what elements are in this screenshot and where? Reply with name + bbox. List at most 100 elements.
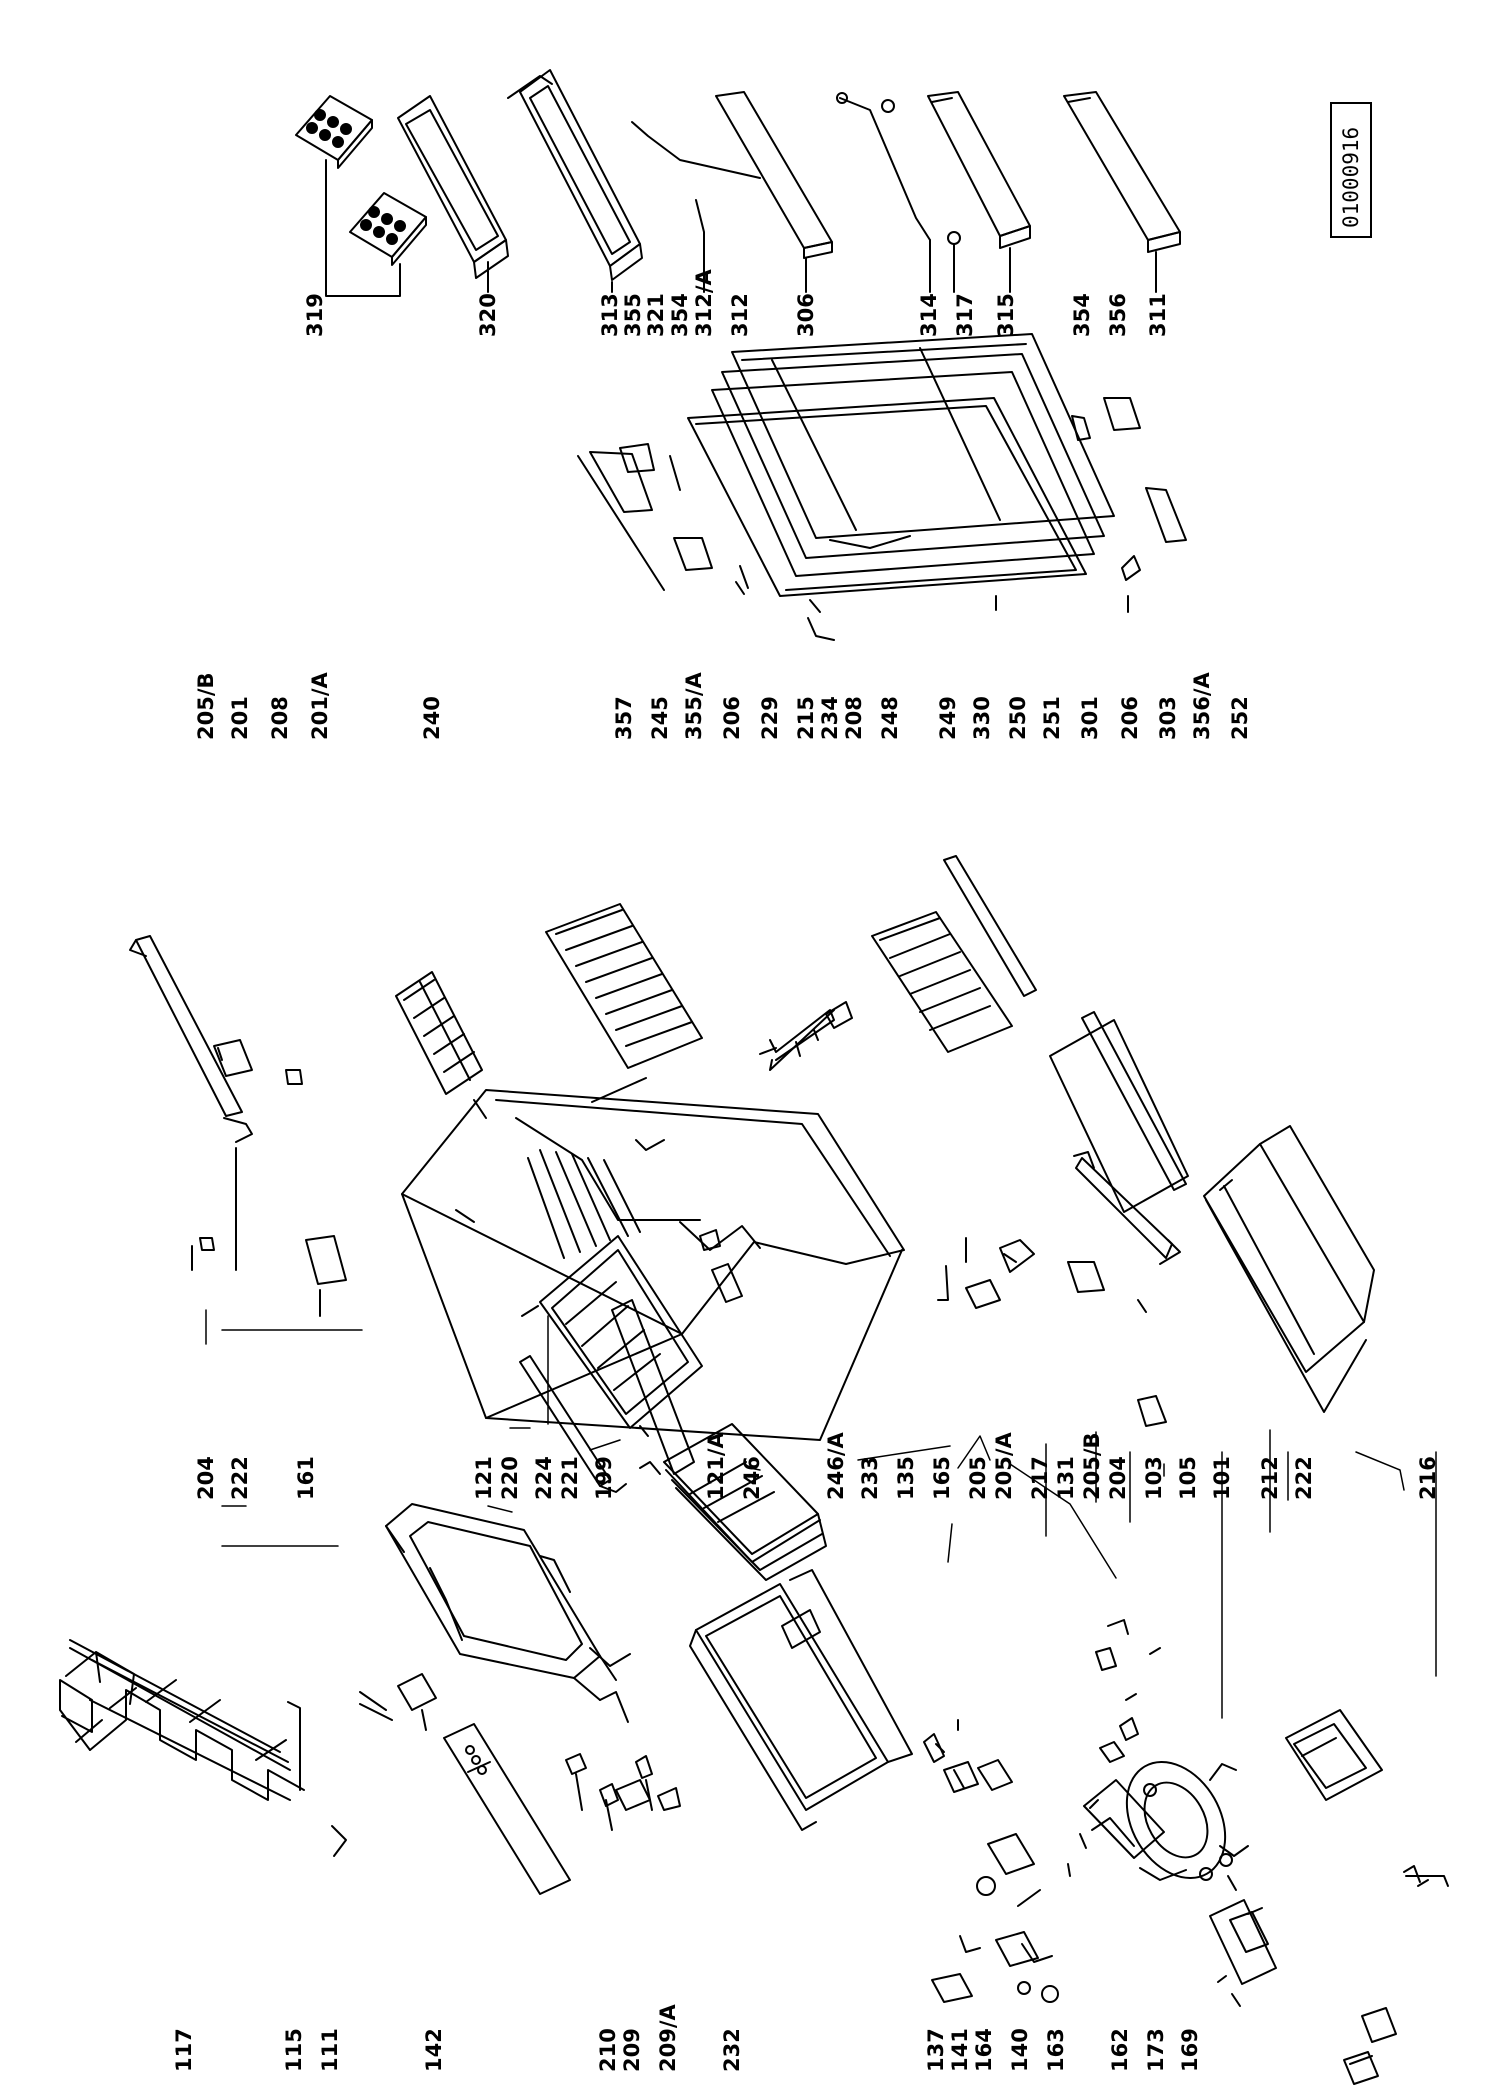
label-215: 215 — [794, 696, 818, 740]
label-201-A: 201/A — [308, 672, 332, 740]
label-204-top: 204 — [194, 1456, 218, 1500]
label-205-A: 205/A — [992, 1432, 1016, 1500]
label-222-top: 222 — [228, 1456, 252, 1500]
label-208-top: 208 — [268, 696, 292, 740]
label-245: 245 — [648, 696, 672, 740]
label-205-B-bot: 205/B — [1080, 1432, 1104, 1500]
label-315: 315 — [994, 293, 1018, 337]
label-201: 201 — [228, 696, 252, 740]
label-233: 233 — [858, 1456, 882, 1500]
base-plate — [1209, 1709, 1383, 2007]
shelf-314-315 — [836, 91, 1031, 293]
label-165: 165 — [930, 1456, 954, 1500]
label-117: 117 — [172, 2028, 196, 2072]
label-208-mid: 208 — [842, 696, 866, 740]
document-number: 01000916 — [1339, 126, 1363, 228]
label-330: 330 — [970, 696, 994, 740]
freezer-door-121 — [519, 1235, 703, 1493]
label-312: 312 — [728, 293, 752, 337]
label-142: 142 — [422, 2028, 446, 2072]
label-312-A: 312/A — [692, 269, 716, 337]
label-220: 220 — [498, 1456, 522, 1500]
label-311: 311 — [1146, 293, 1170, 337]
label-317: 317 — [953, 293, 977, 337]
label-246-A: 246/A — [824, 1432, 848, 1500]
label-121: 121 — [472, 1456, 496, 1500]
door-small-parts — [577, 397, 1187, 641]
shelf-311 — [1063, 91, 1181, 293]
control-parts — [923, 1719, 1059, 2003]
label-234: 234 — [818, 696, 842, 740]
label-212: 212 — [1258, 1456, 1282, 1500]
label-205-B-top: 205/B — [194, 672, 218, 740]
label-103: 103 — [1142, 1456, 1166, 1500]
label-131: 131 — [1054, 1456, 1078, 1500]
label-205: 205 — [966, 1456, 990, 1500]
door-shelf-313 — [507, 69, 643, 293]
label-135: 135 — [894, 1456, 918, 1500]
label-357: 357 — [612, 696, 636, 740]
label-137: 137 — [924, 2028, 948, 2072]
evaporator-117 — [59, 1639, 393, 1857]
cabinet-199 — [401, 1089, 905, 1475]
label-314: 314 — [917, 293, 941, 337]
label-232: 232 — [720, 2028, 744, 2072]
label-209: 209 — [620, 2028, 644, 2072]
shelf-248-249 — [871, 855, 1037, 1053]
glass-shelf-250-251 — [1049, 1011, 1189, 1213]
label-246: 246 — [740, 1456, 764, 1500]
shelf-306 — [631, 91, 833, 293]
label-105: 105 — [1176, 1456, 1200, 1500]
label-321: 321 — [644, 293, 668, 337]
label-199: 199 — [592, 1456, 616, 1500]
label-355-A: 355/A — [682, 672, 706, 740]
label-210: 210 — [596, 2028, 620, 2072]
label-354-b: 354 — [1070, 293, 1094, 337]
label-115: 115 — [282, 2028, 306, 2072]
label-222-bot: 222 — [1292, 1456, 1316, 1500]
ice-tray-240 — [395, 971, 483, 1095]
egg-trays-319 — [295, 95, 427, 297]
label-221: 221 — [558, 1456, 582, 1500]
label-319: 319 — [303, 293, 327, 337]
label-162: 162 — [1108, 2028, 1132, 2072]
label-140: 140 — [1008, 2028, 1032, 2072]
label-229: 229 — [758, 696, 782, 740]
compressor-101 — [1125, 1760, 1249, 1891]
label-320: 320 — [476, 293, 500, 337]
label-111: 111 — [318, 2028, 342, 2072]
freezer-door-parts — [565, 1647, 653, 1831]
bottom-right-parts — [1343, 1865, 1449, 2085]
label-216: 216 — [1416, 1456, 1440, 1500]
leader-lines — [205, 1309, 1437, 1719]
label-161: 161 — [294, 1456, 318, 1500]
top-left-hinge-parts — [129, 935, 347, 1317]
label-301: 301 — [1078, 696, 1102, 740]
document-number-box: 01000916 — [1330, 102, 1372, 238]
label-303: 303 — [1156, 696, 1180, 740]
label-209-A: 209/A — [656, 2004, 680, 2072]
freezer-shelf-245 — [545, 903, 703, 1103]
heater-panel-142 — [443, 1723, 571, 1895]
label-206-b: 206 — [1118, 696, 1142, 740]
label-204-bot: 204 — [1106, 1456, 1130, 1500]
label-206-a: 206 — [720, 696, 744, 740]
cabinet-small-parts — [699, 1151, 1181, 1427]
label-169: 169 — [1178, 2028, 1202, 2072]
door-assembly — [687, 333, 1115, 613]
compressor-relay-parts — [1067, 1619, 1165, 1877]
freezer-liner-111 — [385, 1503, 629, 1723]
label-101: 101 — [1210, 1456, 1234, 1500]
label-164: 164 — [972, 2028, 996, 2072]
label-224: 224 — [532, 1456, 556, 1500]
label-121-A: 121/A — [704, 1432, 728, 1500]
label-141: 141 — [948, 2028, 972, 2072]
label-163: 163 — [1044, 2028, 1068, 2072]
label-252: 252 — [1228, 696, 1252, 740]
label-250: 250 — [1006, 696, 1030, 740]
label-240: 240 — [420, 696, 444, 740]
drawer-small-parts — [397, 1673, 681, 1811]
label-354: 354 — [668, 293, 692, 337]
label-173: 173 — [1144, 2028, 1168, 2072]
